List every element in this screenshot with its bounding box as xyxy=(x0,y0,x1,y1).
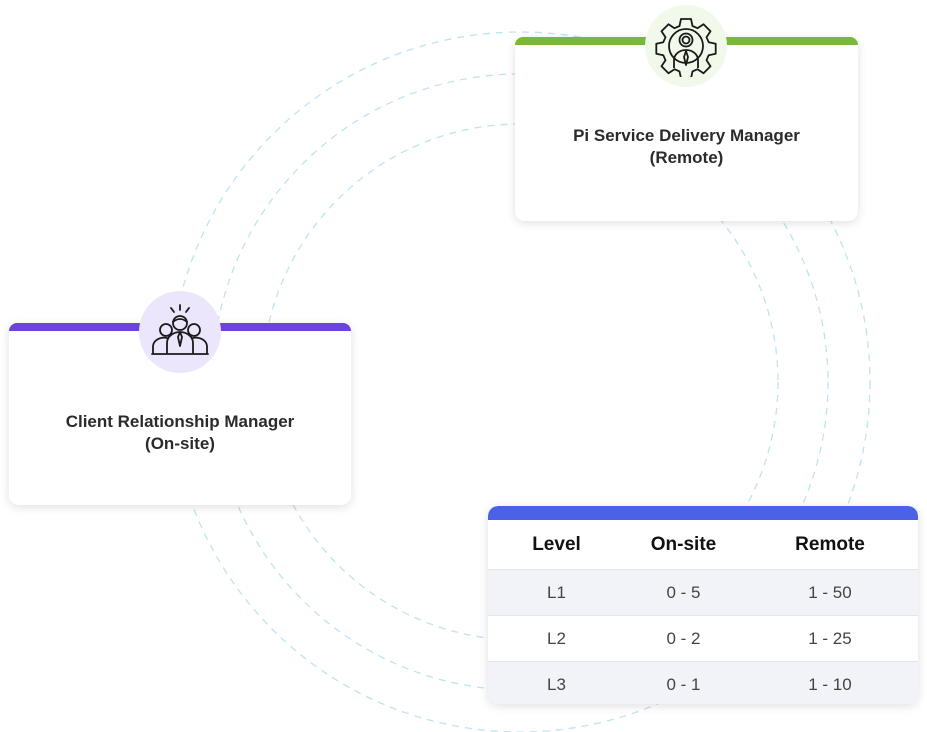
card-title-line2: (Remote) xyxy=(649,148,724,167)
cell-on-site: 0 - 5 xyxy=(625,569,742,616)
ring-outer xyxy=(169,31,871,732)
cell-level: L3 xyxy=(488,661,625,704)
cell-level: L1 xyxy=(488,569,625,616)
cell-remote: 1 - 25 xyxy=(742,615,918,662)
table-row: L3 0 - 1 1 - 10 xyxy=(488,661,918,704)
cell-on-site: 0 - 1 xyxy=(625,661,742,704)
table-row: L1 0 - 5 1 - 50 xyxy=(488,569,918,616)
table-row: L2 0 - 2 1 - 25 xyxy=(488,615,918,662)
cell-remote: 1 - 50 xyxy=(742,569,918,616)
cell-level: L2 xyxy=(488,615,625,662)
staffing-level-table-card: Level On-site Remote L1 0 - 5 1 - 50 L2 … xyxy=(488,506,918,704)
team-people-icon xyxy=(139,291,221,373)
table-accent-bar xyxy=(488,506,918,520)
card-title-line2: (On-site) xyxy=(145,434,215,453)
header-remote: Remote xyxy=(795,533,865,555)
staffing-level-table: Level On-site Remote L1 0 - 5 1 - 50 L2 … xyxy=(488,520,918,704)
card-title-line1: Client Relationship Manager xyxy=(65,412,295,431)
header-on-site: On-site xyxy=(650,533,717,555)
table-header-row: Level On-site Remote xyxy=(488,520,918,570)
header-level: Level xyxy=(532,533,581,555)
card-title-line1: Pi Service Delivery Manager xyxy=(573,126,800,145)
gear-person-icon xyxy=(645,5,727,87)
cell-on-site: 0 - 2 xyxy=(625,615,742,662)
card-title: Client Relationship Manager (On-site) xyxy=(9,411,351,455)
card-title: Pi Service Delivery Manager (Remote) xyxy=(515,125,858,169)
cell-remote: 1 - 10 xyxy=(742,661,918,704)
